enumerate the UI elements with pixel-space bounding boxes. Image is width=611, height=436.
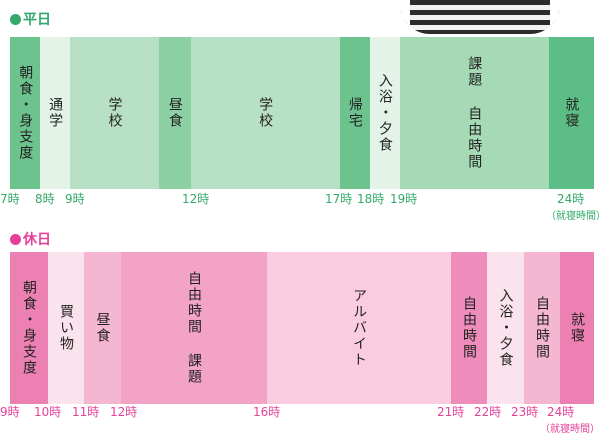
weekday-segment-sleep: 就寝 <box>548 37 594 189</box>
weekday-title-text: 平日 <box>23 12 51 28</box>
holiday-tick: 9時 <box>0 405 20 419</box>
holiday-tick: 10時 <box>34 405 62 419</box>
holiday-tick: 21時 <box>437 405 465 419</box>
segment-label: 入浴・夕食 <box>376 73 393 153</box>
weekday-tick: 19時 <box>390 192 418 206</box>
segment-label: 朝食・身支度 <box>21 280 37 376</box>
segment-label: 学校 <box>106 97 123 129</box>
holiday-segment-breakfast: 朝食・身支度 <box>10 252 48 404</box>
holiday-tick: 23時 <box>511 405 539 419</box>
segment-label: 自由時間 <box>461 296 477 360</box>
weekday-bullet-icon <box>10 14 21 25</box>
holiday-bedtime-note: （就寝時間） <box>540 424 600 435</box>
segment-label: 自由時間 <box>534 296 550 360</box>
holiday-segment-bath-dinner: 入浴・夕食 <box>487 252 524 404</box>
holiday-tick: 24時 <box>547 405 575 419</box>
segment-label: 通学 <box>47 97 64 129</box>
holiday-segment-free-time-2: 自由時間 <box>524 252 560 404</box>
holiday-segment-shopping: 買い物 <box>48 252 84 404</box>
holiday-timeline: 朝食・身支度 買い物 昼食 自由時間 課題 アルバイト 自由時間 入浴・夕食 自… <box>10 252 594 404</box>
segment-label: 就寝 <box>569 312 585 344</box>
segment-label: 買い物 <box>58 304 74 352</box>
holiday-tick: 12時 <box>110 405 138 419</box>
weekday-tick: 18時 <box>357 192 385 206</box>
weekday-tick: 9時 <box>65 192 85 206</box>
holiday-tick: 22時 <box>474 405 502 419</box>
weekday-segment-school-1: 学校 <box>69 37 160 189</box>
segment-label: 入浴・夕食 <box>497 288 514 368</box>
segment-label: 帰宅 <box>346 97 363 129</box>
weekday-segment-return-home: 帰宅 <box>339 37 371 189</box>
holiday-time-axis: 9時 10時 11時 12時 16時 21時 22時 23時 24時 （就寝時間… <box>0 405 611 435</box>
segment-label: 就寝 <box>563 97 580 129</box>
holiday-segment-free-homework: 自由時間 課題 <box>121 252 267 404</box>
holiday-segment-part-time-job: アルバイト <box>267 252 451 404</box>
holiday-bullet-icon <box>10 234 21 245</box>
segment-label: 課題 自由時間 <box>466 56 483 170</box>
holiday-segment-sleep: 就寝 <box>560 252 594 404</box>
holiday-segment-lunch: 昼食 <box>84 252 121 404</box>
segment-label: 昼食 <box>94 312 111 344</box>
segment-label: 昼食 <box>166 97 183 129</box>
holiday-title-text: 休日 <box>23 232 51 248</box>
weekday-timeline: 朝食・身支度 通学 学校 昼食 学校 帰宅 入浴・夕食 課題 自由時間 就寝 <box>10 37 594 189</box>
segment-label: 自由時間 課題 <box>186 271 202 385</box>
weekday-title: 平日 <box>10 12 51 28</box>
weekday-bedtime-note: （就寝時間） <box>546 211 606 222</box>
weekday-tick: 17時 <box>325 192 353 206</box>
segment-label: 朝食・身支度 <box>17 65 34 161</box>
holiday-segment-free-time-1: 自由時間 <box>451 252 487 404</box>
holiday-title: 休日 <box>10 232 51 248</box>
segment-label: 学校 <box>257 97 274 129</box>
segment-label: アルバイト <box>351 288 367 368</box>
weekday-segment-commute: 通学 <box>40 37 70 189</box>
weekday-tick: 8時 <box>35 192 55 206</box>
weekday-segment-homework-free: 課題 自由時間 <box>399 37 549 189</box>
person-photo <box>400 0 560 34</box>
weekday-tick: 7時 <box>0 192 20 206</box>
holiday-tick: 16時 <box>253 405 281 419</box>
weekday-segment-lunch: 昼食 <box>159 37 191 189</box>
weekday-tick: 24時 <box>557 192 585 206</box>
weekday-tick: 12時 <box>182 192 210 206</box>
weekday-segment-school-2: 学校 <box>190 37 340 189</box>
weekday-segment-bath-dinner: 入浴・夕食 <box>370 37 400 189</box>
weekday-time-axis: 7時 8時 9時 12時 17時 18時 19時 24時 （就寝時間） <box>0 192 611 222</box>
weekday-segment-breakfast: 朝食・身支度 <box>10 37 41 189</box>
holiday-tick: 11時 <box>72 405 100 419</box>
